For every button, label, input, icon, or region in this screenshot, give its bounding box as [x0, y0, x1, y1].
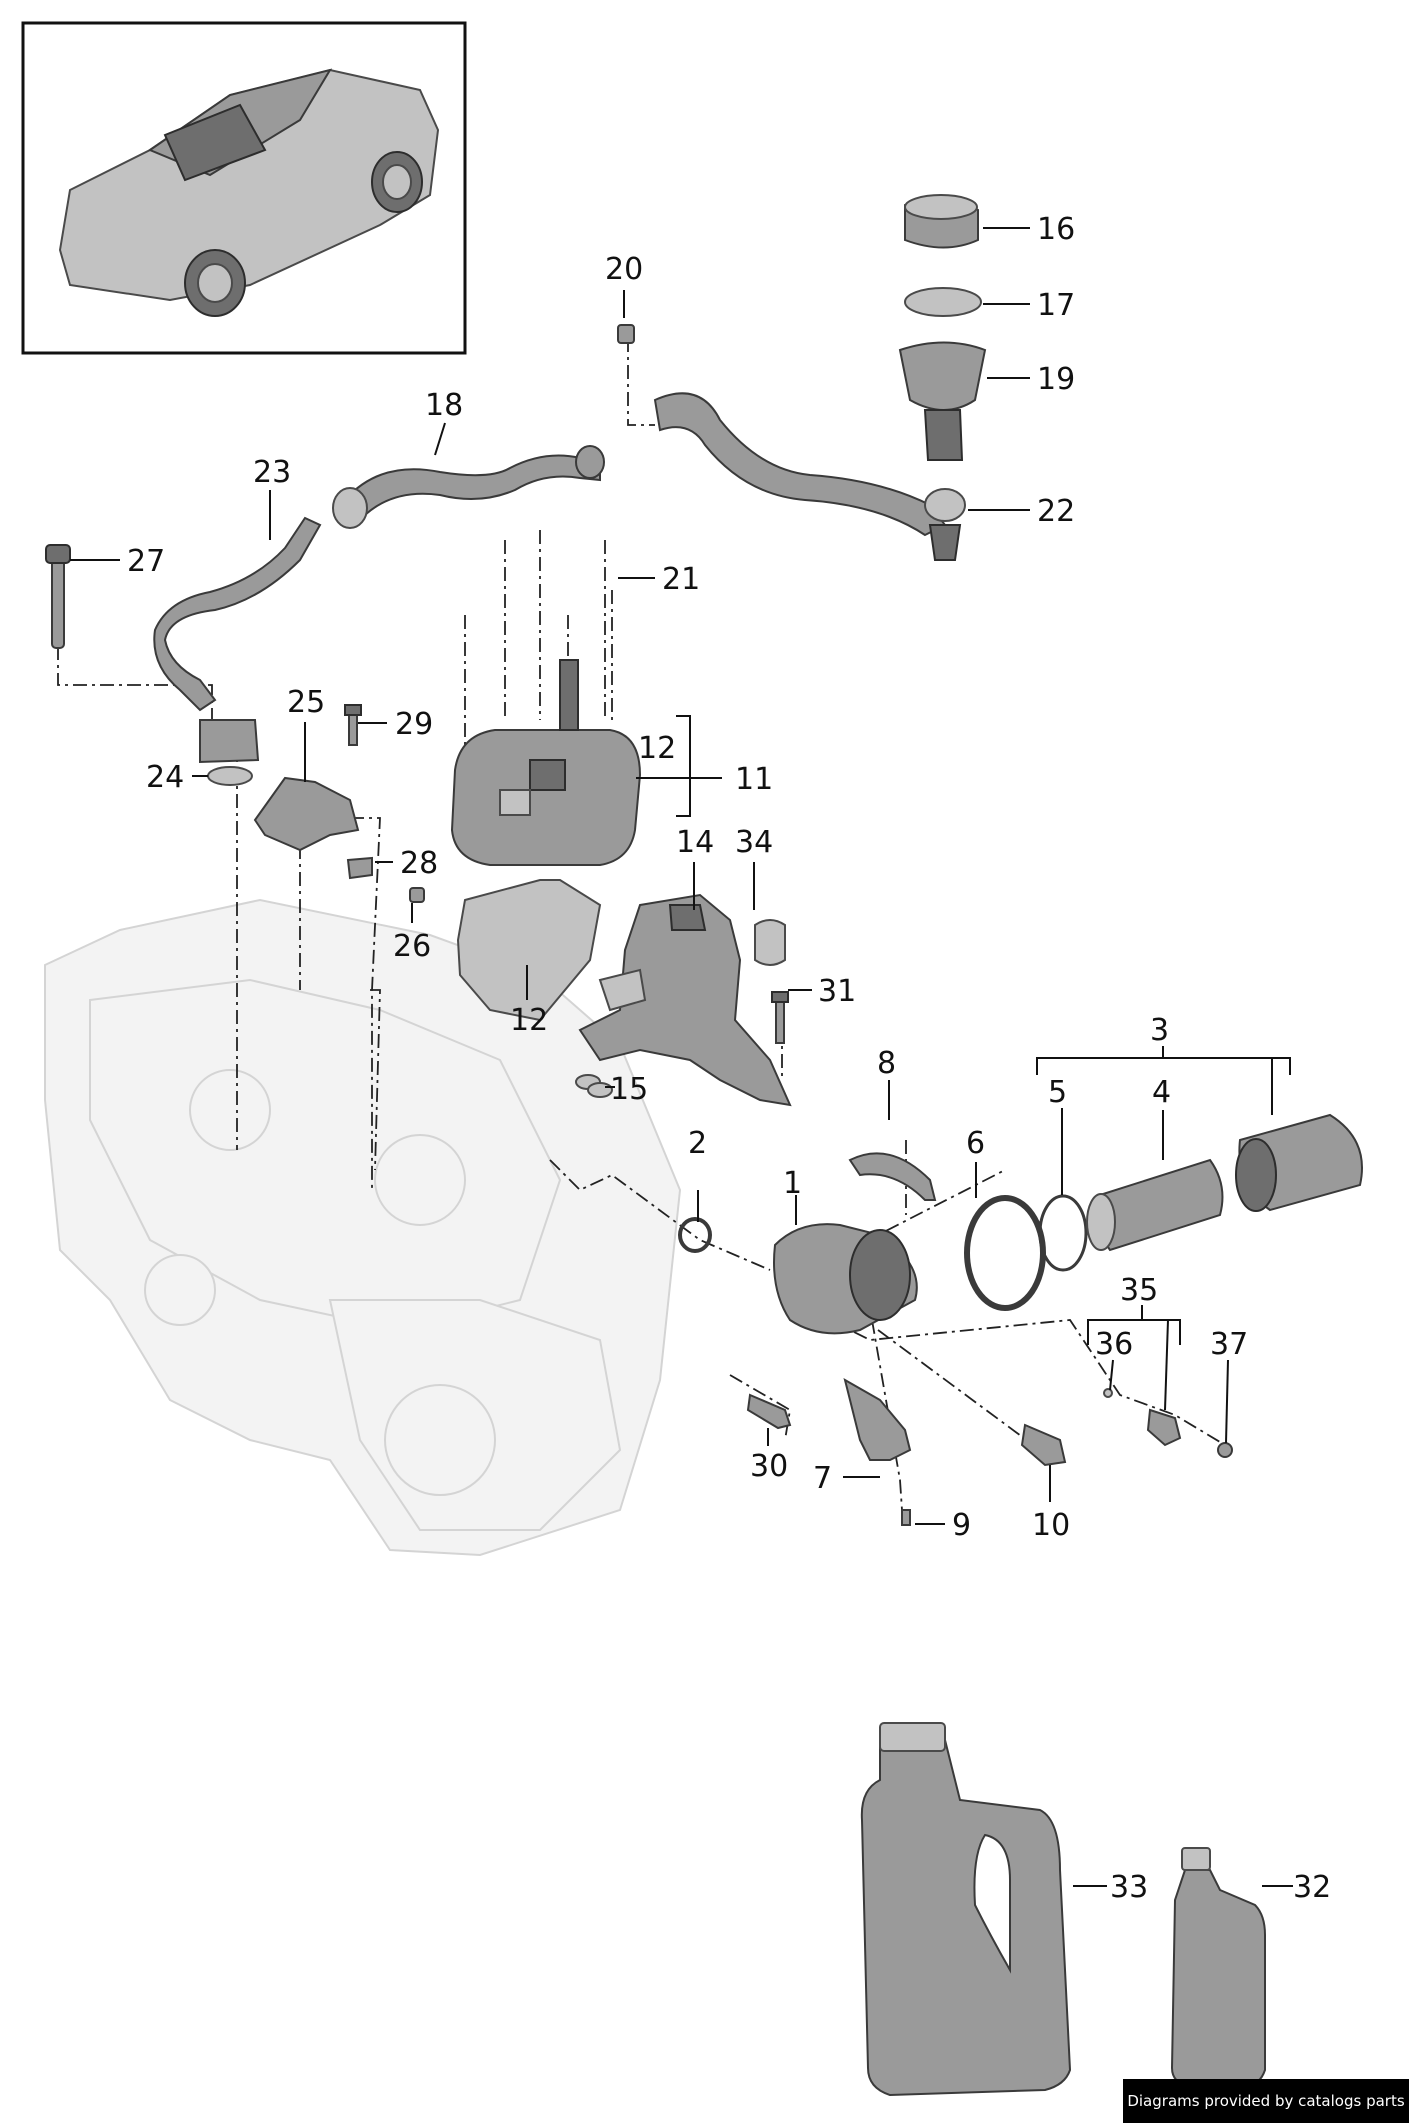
callout-label: 36 — [1095, 1327, 1133, 1362]
callout-label: 28 — [400, 846, 438, 881]
callout-label: 34 — [735, 825, 773, 860]
callout-label: 11 — [735, 762, 773, 797]
callout-label: 3 — [1150, 1013, 1169, 1048]
callout-label: 12 — [510, 1003, 548, 1038]
callout-label: 21 — [662, 562, 700, 597]
callout-label: 4 — [1152, 1075, 1171, 1110]
callout-label: 33 — [1110, 1870, 1148, 1905]
callout-labels: 1 2 3 4 5 6 7 8 9 10 11 12 12 14 15 16 1… — [127, 212, 1331, 1905]
callout-label: 8 — [877, 1046, 896, 1081]
callout-label: 2 — [688, 1126, 707, 1161]
callout-label: 27 — [127, 544, 165, 579]
credit-badge: Diagrams provided by catalogs parts — [1123, 2079, 1409, 2123]
callout-label: 37 — [1210, 1327, 1248, 1362]
vehicle-thumbnail — [21, 21, 467, 355]
callout-label: 31 — [818, 974, 856, 1009]
engine-block-ghost — [44, 898, 682, 1557]
callout-label: 7 — [813, 1461, 832, 1496]
callout-label: 16 — [1037, 212, 1075, 247]
callout-label: 14 — [676, 825, 714, 860]
callout-label: 30 — [750, 1449, 788, 1484]
callout-label: 5 — [1048, 1075, 1067, 1110]
callout-label: 12 — [638, 731, 676, 766]
callout-label: 22 — [1037, 494, 1075, 529]
callout-label: 25 — [287, 685, 325, 720]
callout-label: 19 — [1037, 362, 1075, 397]
callout-label: 26 — [393, 929, 431, 964]
callout-label: 18 — [425, 388, 463, 423]
callout-label: 32 — [1293, 1870, 1331, 1905]
parts — [45, 194, 1363, 2097]
leader-lines — [70, 227, 1293, 1887]
callout-label: 23 — [253, 455, 291, 490]
callout-label: 17 — [1037, 288, 1075, 323]
callout-label: 9 — [952, 1508, 971, 1543]
callout-label: 10 — [1032, 1508, 1070, 1543]
callout-label: 29 — [395, 707, 433, 742]
callout-label: 1 — [783, 1166, 802, 1201]
callout-label: 15 — [610, 1072, 648, 1107]
callout-label: 6 — [966, 1126, 985, 1161]
callout-label: 35 — [1120, 1273, 1158, 1308]
callout-label: 24 — [146, 760, 184, 795]
callout-label: 20 — [605, 252, 643, 287]
